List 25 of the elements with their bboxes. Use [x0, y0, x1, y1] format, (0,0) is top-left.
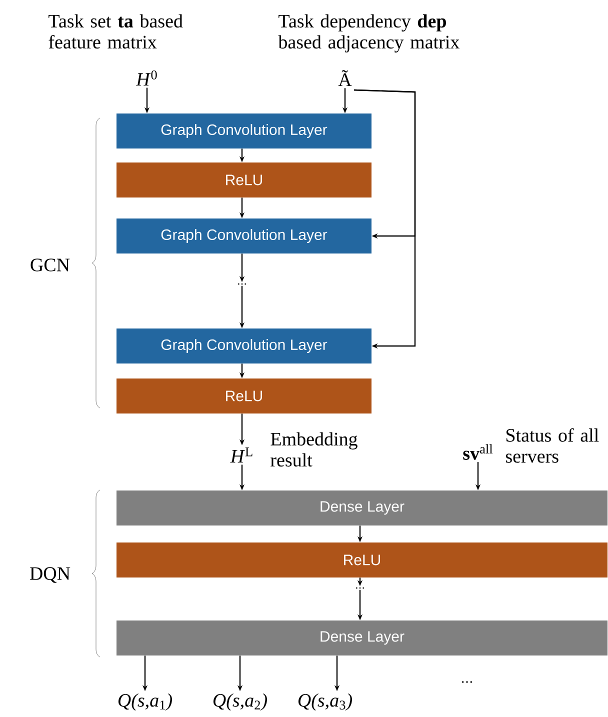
section-label: GCN — [30, 258, 70, 272]
caption-text: Task set ta based feature matrix — [48, 14, 183, 49]
caption-text: Task dependency dep based adjacency matrix — [278, 14, 460, 52]
layer-box: Dense Layer — [116, 490, 608, 526]
symbol-text: H$^{0}$ — [136, 70, 157, 86]
symbol-text: Q(s,a$_{2}$) — [213, 693, 267, 711]
arrow — [354, 89, 416, 349]
layer-box: Graph Convolution Layer — [116, 328, 372, 364]
symbol-text: Q(s,a$_{1}$) — [118, 693, 172, 711]
ellipsis: ... — [356, 587, 364, 589]
symbol-text: sv$^{all}$ — [463, 444, 493, 460]
layer-box: Graph Convolution Layer — [116, 114, 372, 148]
layer-box: Dense Layer — [116, 620, 608, 656]
ellipsis: ... — [462, 681, 472, 683]
symbol-text: H$^{L}$ — [230, 448, 252, 462]
caption-text: Embedding result — [270, 432, 358, 467]
layer-box: ReLU — [116, 378, 372, 414]
section-label: DQN — [30, 567, 70, 583]
symbol-text: Q(s,a$_{3}$) — [298, 693, 352, 711]
layer-box: ReLU — [116, 542, 608, 578]
layer-box: ReLU — [116, 162, 372, 198]
caption-text: Status of all servers — [506, 428, 599, 463]
layer-box: Graph Convolution Layer — [116, 218, 372, 254]
symbol-text: Ã — [338, 70, 352, 86]
ellipsis: ... — [238, 283, 246, 285]
